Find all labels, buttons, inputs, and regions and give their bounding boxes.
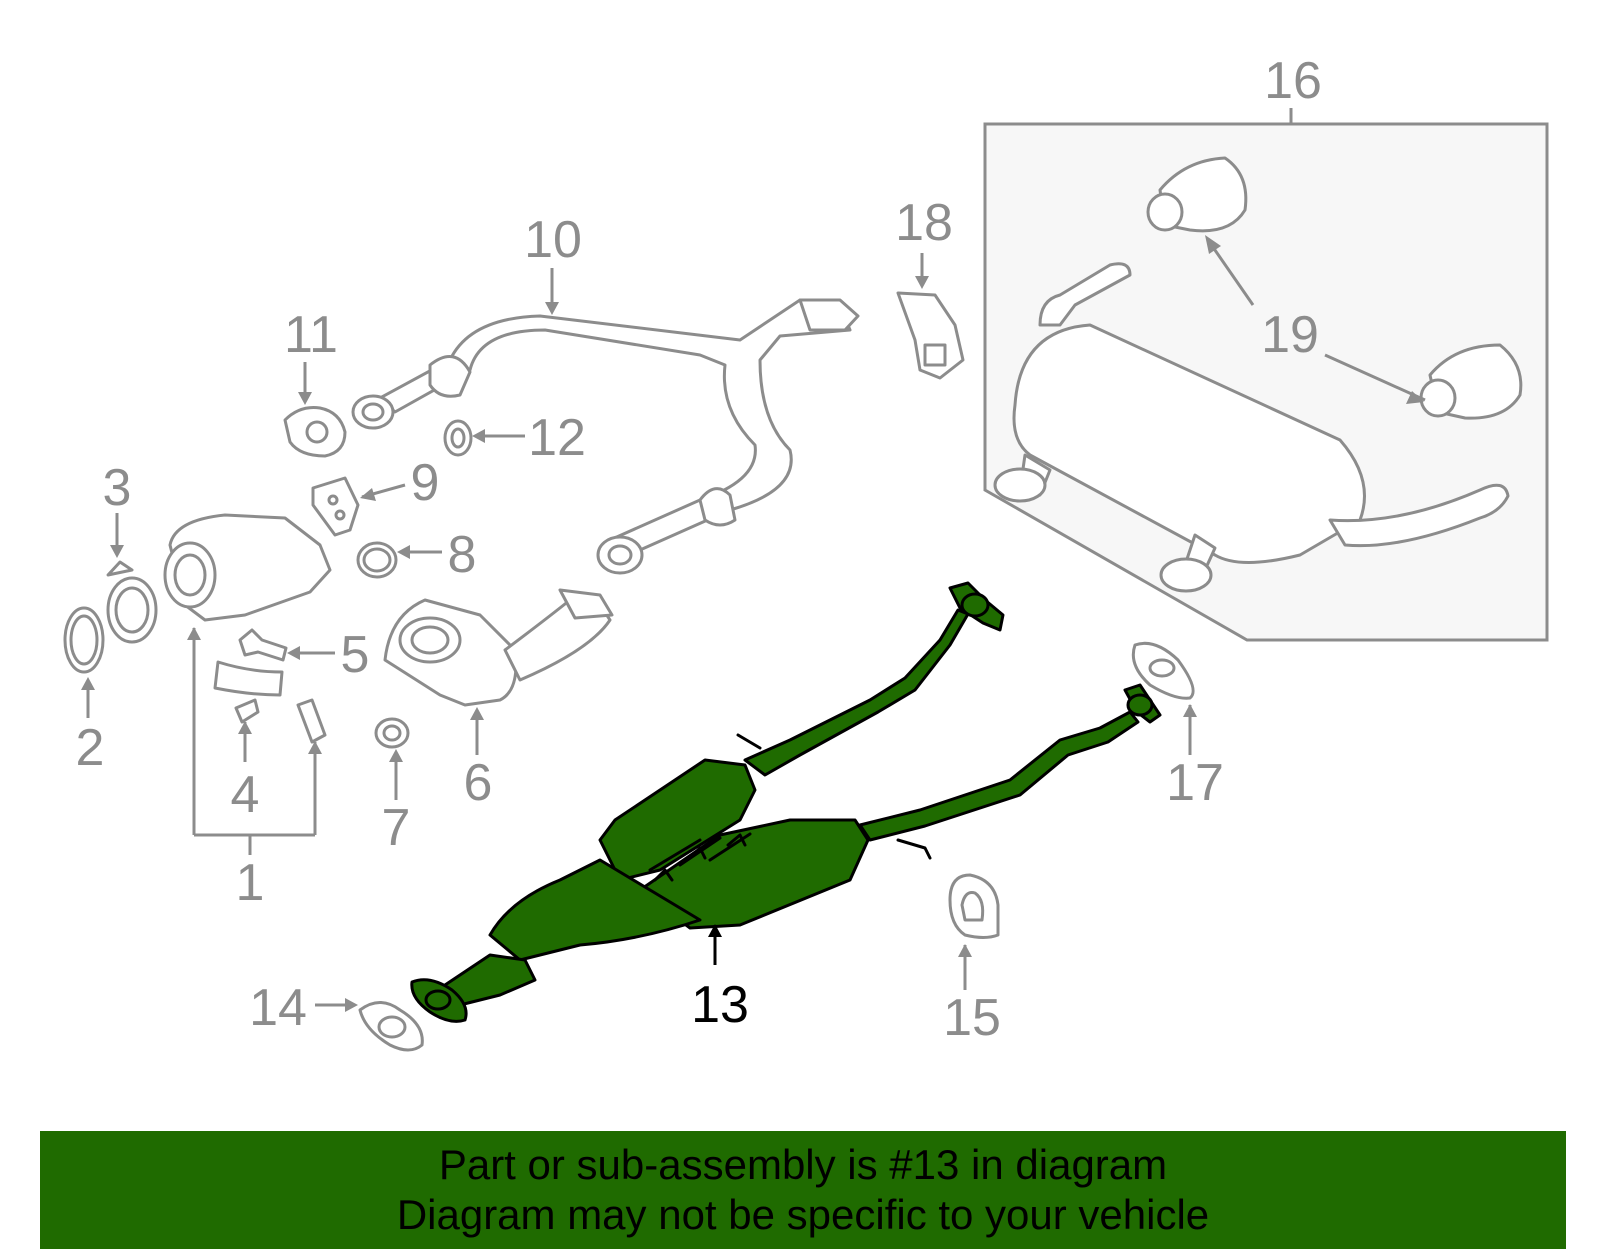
part-7-nut[interactable] xyxy=(374,717,410,749)
callout-5: 5 xyxy=(341,626,370,684)
callout-1: 1 xyxy=(236,854,265,912)
part-2-ring[interactable] xyxy=(63,606,105,674)
part-8-gasket-ring[interactable] xyxy=(356,541,398,579)
part-10-front-pipe[interactable] xyxy=(351,298,860,575)
part-12-nut[interactable] xyxy=(443,419,473,457)
part-14-gasket[interactable] xyxy=(358,1001,424,1052)
part-6-catalytic-converter[interactable] xyxy=(383,588,614,707)
callout-19: 19 xyxy=(1261,306,1319,364)
callout-2: 2 xyxy=(76,719,105,777)
callout-10: 10 xyxy=(524,211,582,269)
callout-17: 17 xyxy=(1166,754,1224,812)
part-16-muffler[interactable] xyxy=(993,262,1510,593)
callout-3: 3 xyxy=(103,459,132,517)
banner-line-1: Part or sub-assembly is #13 in diagram xyxy=(438,1141,1168,1188)
info-banner: Part or sub-assembly is #13 in diagram D… xyxy=(40,1131,1566,1249)
part-11-gasket[interactable] xyxy=(283,406,347,458)
part-1-catalytic-converter[interactable] xyxy=(163,513,332,622)
callout-13: 13 xyxy=(691,976,749,1034)
part-5-bolt[interactable] xyxy=(238,628,288,662)
part-19-exhaust-tip-lower[interactable] xyxy=(1419,343,1523,420)
callout-15: 15 xyxy=(943,989,1001,1047)
callout-14: 14 xyxy=(249,979,307,1037)
callout-8: 8 xyxy=(448,526,477,584)
leader-lines xyxy=(81,108,1426,1012)
callout-7: 7 xyxy=(382,799,411,857)
callout-9: 9 xyxy=(411,454,440,512)
callout-18: 18 xyxy=(895,194,953,252)
part-17-gasket[interactable] xyxy=(1131,641,1195,700)
part-15-rubber-hanger[interactable] xyxy=(948,873,1000,939)
part-4-shield[interactable] xyxy=(213,660,327,744)
callout-4: 4 xyxy=(231,766,260,824)
callout-12: 12 xyxy=(528,409,586,467)
callout-6: 6 xyxy=(464,754,493,812)
callout-labels: 1 2 3 4 5 6 7 8 9 10 11 12 13 14 15 16 1… xyxy=(76,52,1322,1047)
part-19-exhaust-tip-upper[interactable] xyxy=(1146,156,1248,233)
muffler-assembly-box xyxy=(983,122,1549,642)
part-13-center-exhaust-pipe[interactable] xyxy=(410,581,1162,1023)
part-9-bracket[interactable] xyxy=(311,476,360,537)
banner-line-2: Diagram may not be specific to your vehi… xyxy=(396,1191,1210,1238)
callout-16: 16 xyxy=(1264,52,1322,110)
part-3-clamp[interactable] xyxy=(106,560,158,644)
callout-11: 11 xyxy=(284,306,338,364)
part-18-hanger-bracket[interactable] xyxy=(896,291,965,380)
